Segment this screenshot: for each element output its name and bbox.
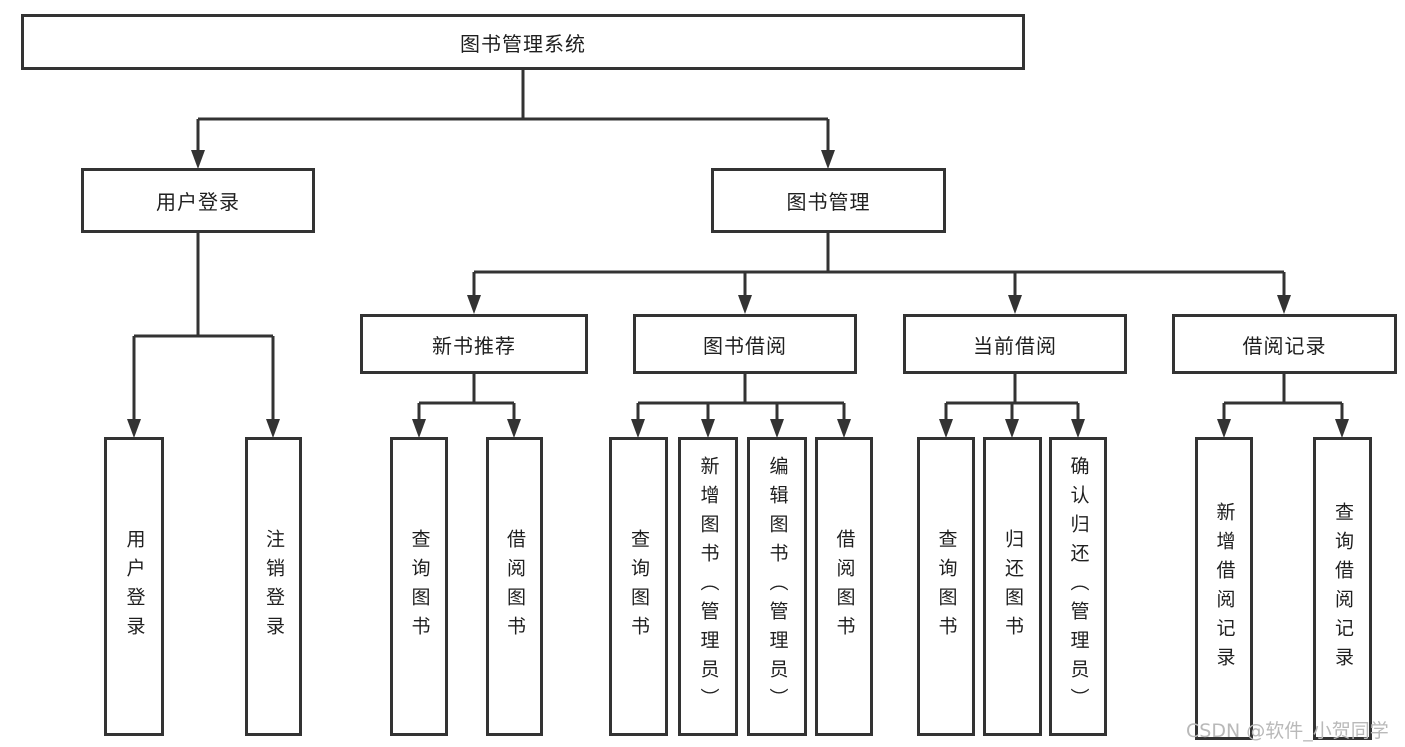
leaf-add-book-admin: 新增图书（管理员） (678, 437, 738, 736)
node-book-management: 图书管理 (711, 168, 946, 233)
leaf-confirm-return-admin-label: 确认归还（管理员） (1067, 456, 1090, 717)
node-library-system: 图书管理系统 (21, 14, 1025, 70)
leaf-logout-label: 注销登录 (263, 528, 285, 645)
node-user-login: 用户登录 (81, 168, 315, 233)
csdn-watermark: CSDN @软件_小贺同学 (1186, 720, 1389, 742)
leaf-edit-book-admin-label: 编辑图书（管理员） (766, 456, 789, 717)
leaf-query-books-borrowing-label: 查询图书 (628, 528, 650, 645)
node-borrowing-records: 借阅记录 (1172, 314, 1397, 374)
leaf-return-books-label: 归还图书 (1002, 528, 1024, 645)
node-new-book-recommendation: 新书推荐 (360, 314, 588, 374)
leaf-borrow-books-borrowing-label: 借阅图书 (833, 528, 856, 645)
leaf-confirm-return-admin: 确认归还（管理员） (1049, 437, 1107, 736)
leaf-add-borrow-record-label: 新增借阅记录 (1213, 501, 1236, 676)
node-book-borrowing: 图书借阅 (633, 314, 857, 374)
leaf-query-books-recommend-label: 查询图书 (408, 528, 431, 645)
leaf-query-books-borrowing: 查询图书 (609, 437, 668, 736)
leaf-add-borrow-record: 新增借阅记录 (1195, 437, 1253, 740)
leaf-query-borrow-record: 查询借阅记录 (1313, 437, 1372, 740)
leaf-borrow-books-recommend-label: 借阅图书 (504, 528, 526, 645)
leaf-query-borrow-record-label: 查询借阅记录 (1332, 501, 1354, 676)
leaf-query-books-current: 查询图书 (917, 437, 975, 736)
leaf-query-books-current-label: 查询图书 (935, 528, 958, 645)
leaf-query-books-recommend: 查询图书 (390, 437, 448, 736)
leaf-logout: 注销登录 (245, 437, 302, 736)
leaf-return-books: 归还图书 (983, 437, 1042, 736)
leaf-borrow-books-borrowing: 借阅图书 (815, 437, 873, 736)
leaf-add-book-admin-label: 新增图书（管理员） (697, 456, 720, 717)
node-current-borrowing: 当前借阅 (903, 314, 1127, 374)
leaf-user-login: 用户登录 (104, 437, 164, 736)
leaf-user-login-label: 用户登录 (123, 528, 146, 645)
leaf-edit-book-admin: 编辑图书（管理员） (747, 437, 807, 736)
leaf-borrow-books-recommend: 借阅图书 (486, 437, 543, 736)
